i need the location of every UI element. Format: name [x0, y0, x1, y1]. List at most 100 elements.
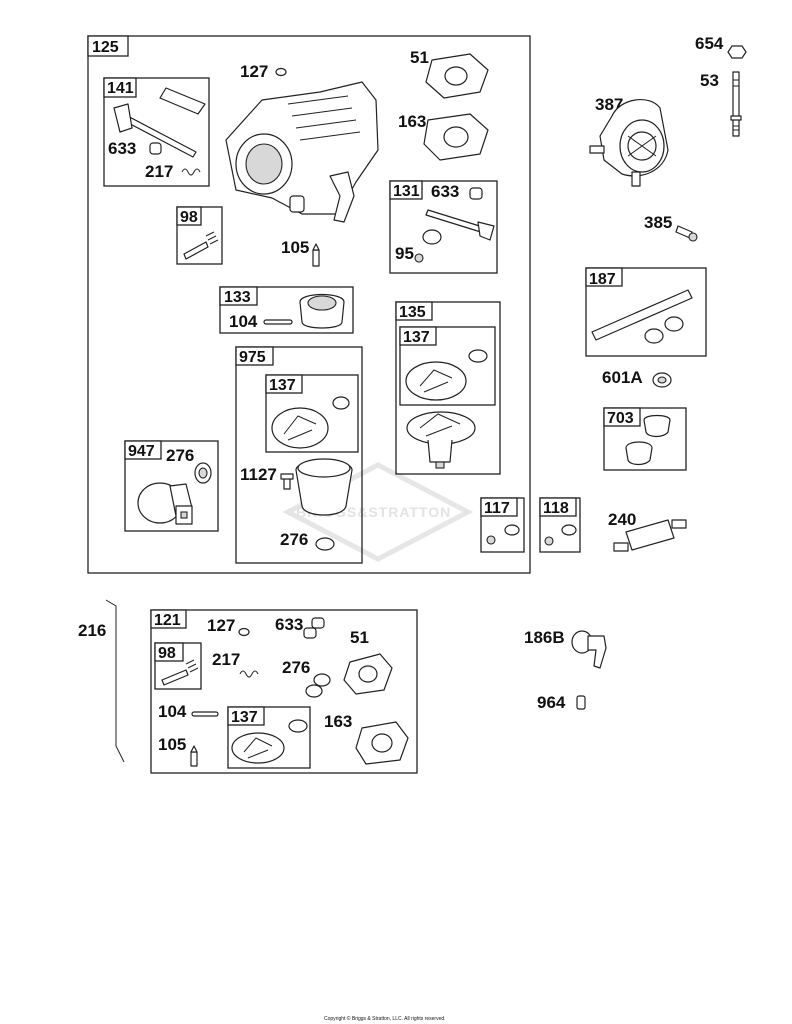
spring-217b-part [239, 670, 259, 678]
gasket-163-part [423, 113, 489, 161]
label-633: 633 [108, 139, 136, 158]
label-163: 163 [398, 112, 426, 131]
label-633c: 633 [275, 615, 303, 634]
label-b137a: 137 [269, 377, 296, 394]
float-bowl-135-part [406, 411, 476, 469]
washer-276c-part [305, 673, 331, 698]
label-385: 385 [644, 213, 672, 232]
fuel-line-187-part [591, 289, 693, 344]
label-b703: 703 [607, 410, 634, 427]
label-1127: 1127 [240, 465, 277, 484]
kit-box-98b: 98 [154, 642, 202, 690]
needle-105b-part [190, 745, 198, 767]
label-104b: 104 [158, 702, 187, 721]
label-51: 51 [410, 48, 429, 67]
oring-127-part [275, 67, 287, 77]
label-51b: 51 [350, 628, 369, 647]
label-b117: 117 [484, 500, 510, 517]
label-127b: 127 [207, 616, 235, 635]
label-b137c: 137 [231, 709, 258, 726]
bushing-633c-part [303, 617, 325, 639]
label-127: 127 [240, 62, 268, 81]
label-b131: 131 [393, 183, 420, 200]
kit-box-118: 118 [539, 497, 581, 553]
label-b98: 98 [180, 209, 198, 226]
jet-117-part [486, 524, 520, 545]
label-105b: 105 [158, 735, 186, 754]
kit-box-137b: 137 [399, 326, 496, 406]
fuel-filter-240-part [613, 519, 687, 552]
pin-104b-part [191, 711, 219, 717]
label-964: 964 [537, 693, 566, 712]
label-104: 104 [229, 312, 258, 331]
washer-276b-part [315, 537, 335, 551]
choke-shaft-part [422, 209, 495, 245]
label-53: 53 [700, 71, 719, 90]
bushing-633b-part [469, 187, 483, 200]
label-b118: 118 [543, 500, 569, 517]
kit-box-947: 947 [124, 440, 219, 532]
label-105: 105 [281, 238, 309, 257]
label-b137b: 137 [403, 329, 430, 346]
label-b125: 125 [92, 39, 119, 56]
kit-box-141: 141 [103, 77, 210, 187]
cap-964-part [576, 695, 586, 710]
bowl-gasket-137a-part [271, 396, 350, 449]
gasket-163b-part [355, 721, 409, 765]
label-276c: 276 [282, 658, 310, 677]
bowl-gasket-137b-part [405, 349, 488, 401]
kit-box-137c: 137 [227, 706, 311, 769]
kit-box-135: 135 [395, 301, 501, 475]
jet-118-part [544, 524, 577, 546]
label-186B: 186B [524, 628, 565, 647]
label-601A: 601A [602, 368, 643, 387]
label-b141: 141 [107, 80, 134, 97]
label-216: 216 [78, 621, 106, 640]
pin-104-part [263, 319, 293, 325]
label-b133: 133 [224, 289, 251, 306]
fuel-pump-387-part [589, 99, 669, 187]
linkage-rod-216-part [105, 599, 125, 763]
screw-95-part [414, 253, 424, 263]
screw-98b-part [161, 659, 199, 686]
label-95: 95 [395, 244, 414, 263]
nut-654-part [727, 45, 747, 59]
screw-98-part [183, 231, 219, 260]
label-654: 654 [695, 34, 724, 53]
screw-1127-part [280, 473, 294, 490]
label-240: 240 [608, 510, 636, 529]
washer-276-part [194, 462, 212, 484]
label-b947: 947 [128, 443, 155, 460]
label-633b: 633 [431, 182, 459, 201]
bushing-633-part [149, 142, 162, 155]
label-b135: 135 [399, 304, 426, 321]
kit-box-137a: 137 [265, 374, 359, 453]
label-b121: 121 [154, 612, 181, 629]
kit-box-117: 117 [480, 497, 525, 553]
kit-box-131: 131 [389, 180, 498, 274]
label-276: 276 [166, 446, 194, 465]
screw-385-part [675, 225, 698, 242]
kit-box-975: 975 [235, 346, 363, 564]
kit-box-133: 133 [219, 286, 354, 334]
gasket-51-part [425, 53, 489, 99]
kit-box-703: 703 [603, 407, 687, 471]
copyright-text: Copyright © Briggs & Stratton, LLC. All … [324, 1015, 446, 1022]
spring-217-part [181, 168, 201, 176]
bowl-gasket-137c-part [231, 719, 308, 764]
label-163b: 163 [324, 712, 352, 731]
float-133-part [299, 293, 345, 329]
label-b98b: 98 [158, 645, 176, 662]
label-b975: 975 [239, 349, 266, 366]
needle-105-part [312, 243, 320, 267]
stud-53-part [730, 71, 742, 137]
label-217b: 217 [212, 650, 240, 669]
clamp-601A-part [652, 372, 672, 388]
oring-127b-part [238, 627, 250, 637]
kit-box-187: 187 [585, 267, 707, 357]
solenoid-947-part [137, 482, 193, 525]
throttle-shaft-part [113, 87, 206, 158]
carburetor-body-part [225, 81, 379, 223]
float-bowl-part [295, 458, 353, 516]
